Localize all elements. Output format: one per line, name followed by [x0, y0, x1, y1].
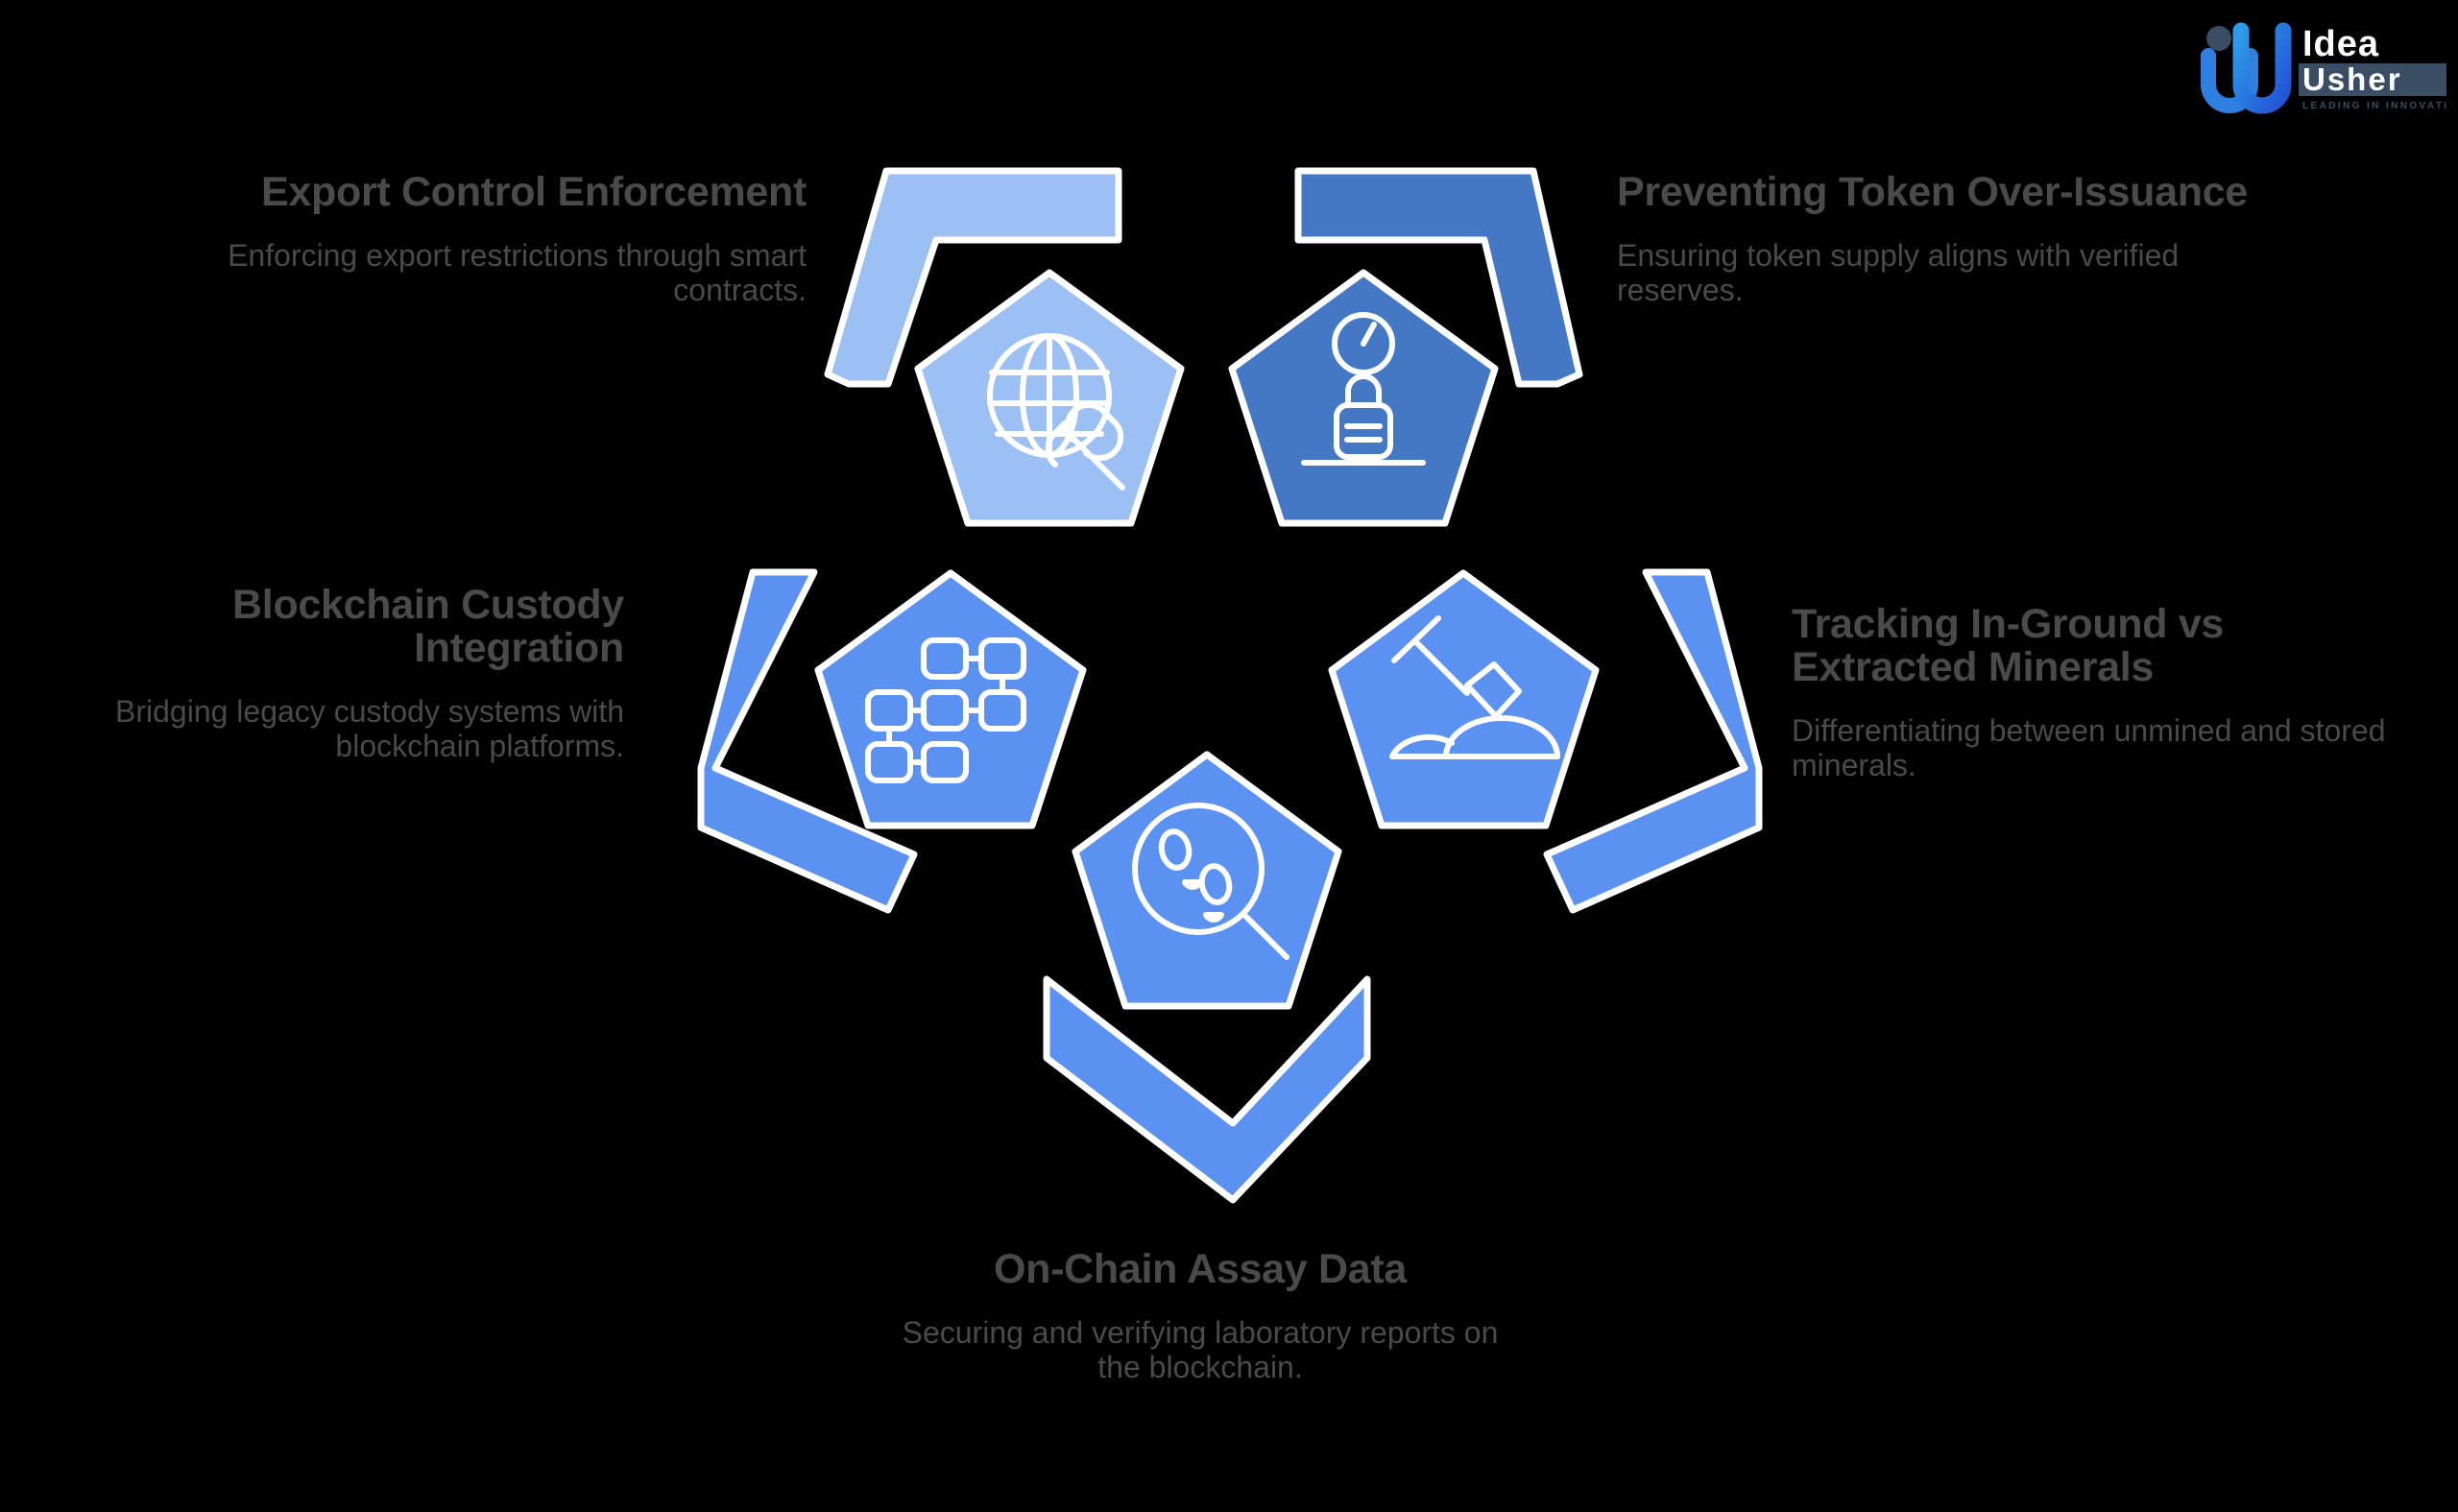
- chevron-bottom: [1043, 975, 1371, 1204]
- item-title-blockchain-custody-integration: Blockchain Custody Integration: [232, 582, 624, 672]
- item-tracking-in-ground-vs-extracted-minerals: Tracking In-Ground vs Extracted Minerals…: [1792, 601, 2406, 783]
- logo-word-usher: Usher: [2302, 61, 2402, 97]
- logo-word-idea: Idea: [2302, 24, 2379, 64]
- pentagon-on-chain-assay-data[interactable]: [1072, 751, 1342, 1010]
- item-preventing-token-over-issuance: Preventing Token Over-Issuance Ensuring …: [1617, 169, 2289, 308]
- pentagon-blockchain-custody-integration[interactable]: [814, 569, 1087, 829]
- item-body-blockchain-custody-integration: Bridging legacy custody systems with blo…: [115, 694, 624, 764]
- item-title-tracking-in-ground-vs-extracted-minerals: Tracking In-Ground vs Extracted Minerals: [1792, 601, 2225, 691]
- item-blockchain-custody-integration: Blockchain Custody Integration Bridging …: [58, 582, 624, 764]
- shovel-mound-icon: [1389, 615, 1560, 759]
- logo-tagline: LEADING IN INNOVATION: [2302, 101, 2448, 111]
- chevron-top-left: [824, 167, 1122, 388]
- item-export-control-enforcement: Export Control Enforcement Enforcing exp…: [163, 169, 807, 308]
- chevron-middle-right: [1543, 568, 1763, 914]
- node-network-icon: [865, 637, 1026, 783]
- gauge-lock-icon: [1301, 312, 1426, 466]
- item-body-tracking-in-ground-vs-extracted-minerals: Differentiating between unmined and stor…: [1792, 713, 2386, 783]
- item-on-chain-assay-data: On-Chain Assay Data Securing and verifyi…: [893, 1246, 1507, 1385]
- item-body-preventing-token-over-issuance: Ensuring token supply aligns with verifi…: [1617, 238, 2180, 307]
- item-body-export-control-enforcement: Enforcing export restrictions through sm…: [228, 238, 807, 307]
- magnifier-sample-icon: [1132, 803, 1289, 960]
- item-title-export-control-enforcement: Export Control Enforcement: [261, 169, 807, 215]
- item-body-on-chain-assay-data: Securing and verifying laboratory report…: [902, 1315, 1499, 1384]
- chevron-top-right: [1294, 167, 1583, 388]
- pentagon-preventing-token-over-issuance[interactable]: [1228, 269, 1499, 527]
- pentagon-tracking-in-ground-vs-extracted-minerals[interactable]: [1328, 569, 1600, 829]
- item-title-on-chain-assay-data: On-Chain Assay Data: [994, 1246, 1407, 1292]
- globe-no-link-icon: [987, 333, 1125, 491]
- item-title-preventing-token-over-issuance: Preventing Token Over-Issuance: [1617, 169, 2248, 215]
- chevron-middle-left: [697, 568, 918, 914]
- pentagon-export-control-enforcement[interactable]: [914, 269, 1185, 527]
- idea-usher-logo: Idea Usher LEADING IN INNOVATION: [2191, 13, 2458, 115]
